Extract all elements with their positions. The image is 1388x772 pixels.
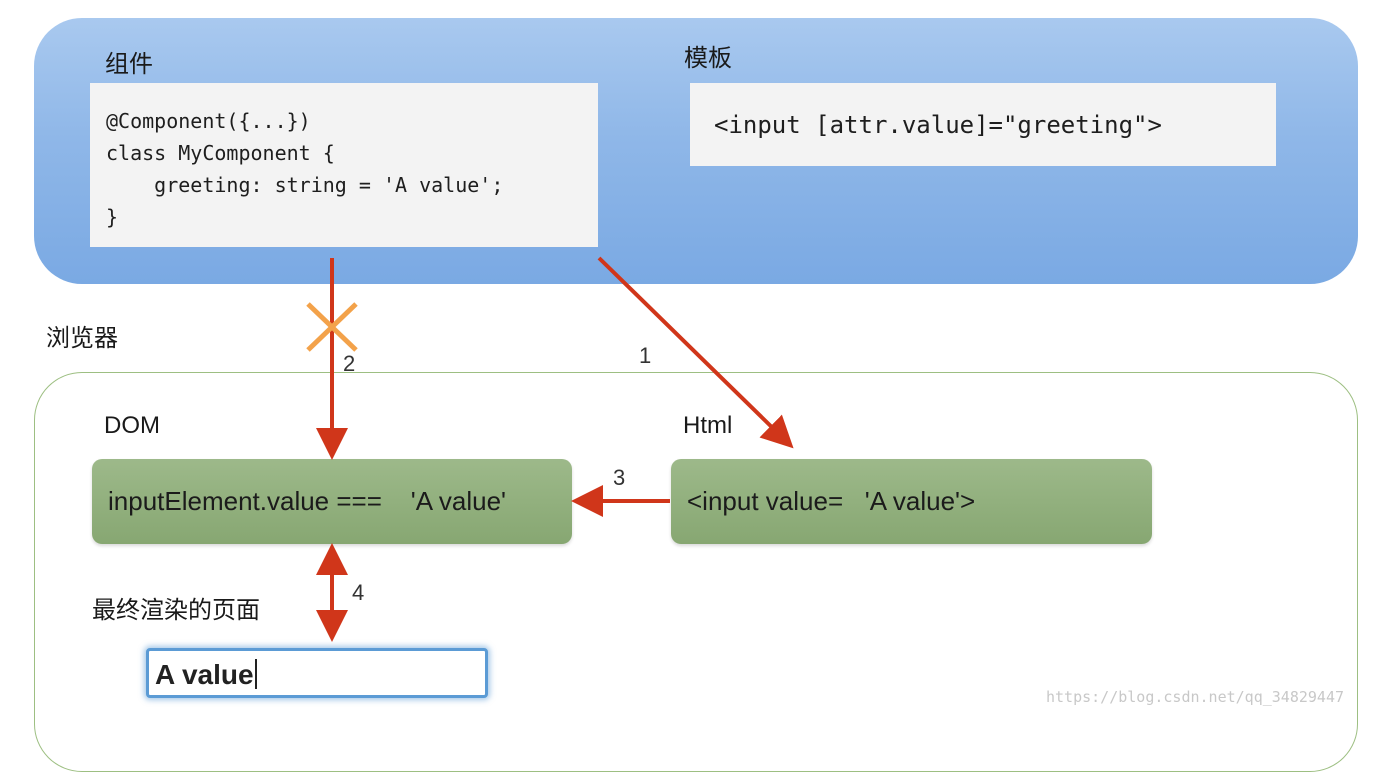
- text-caret: [254, 659, 257, 689]
- html-value-box: <input value= 'A value'>: [671, 459, 1152, 544]
- dom-label: DOM: [104, 412, 160, 439]
- dom-value-box: inputElement.value === 'A value': [92, 459, 572, 544]
- arrow-component-to-html: [597, 256, 794, 449]
- template-label: 模板: [684, 44, 732, 72]
- rendered-page-label: 最终渲染的页面: [92, 596, 260, 624]
- component-code-block: @Component({...}) class MyComponent { gr…: [90, 83, 598, 247]
- blocked-cross-icon: [306, 302, 358, 352]
- template-code-block: <input [attr.value]="greeting">: [690, 83, 1276, 166]
- code-line: @Component({...}): [106, 109, 311, 133]
- step-number-1: 1: [639, 343, 652, 368]
- code-line: class MyComponent {: [106, 141, 335, 165]
- step-number-3: 3: [613, 465, 626, 490]
- browser-label: 浏览器: [46, 324, 118, 352]
- template-code: <input [attr.value]="greeting">: [714, 111, 1162, 139]
- step-number-2: 2: [343, 351, 356, 376]
- code-line: greeting: string = 'A value';: [106, 173, 504, 197]
- component-label: 组件: [105, 50, 153, 78]
- step-number-4: 4: [352, 580, 365, 605]
- code-line: }: [106, 205, 119, 229]
- flow-arrows: [306, 256, 794, 642]
- input-value: A value: [155, 659, 254, 690]
- html-label: Html: [683, 412, 733, 439]
- watermark: https://blog.csdn.net/qq_34829447: [1046, 688, 1345, 706]
- rendered-input-field[interactable]: A value: [146, 648, 488, 698]
